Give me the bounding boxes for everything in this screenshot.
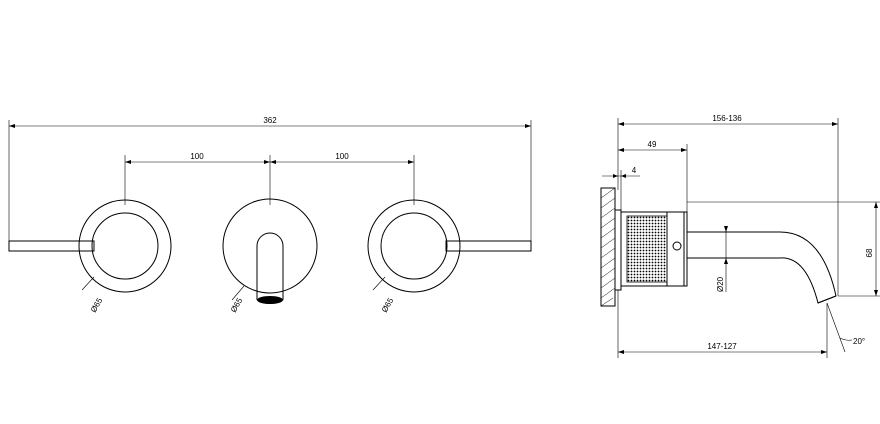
dimension-100-right-label: 100 — [335, 152, 349, 161]
dimension-4-label: 4 — [632, 166, 637, 175]
side-view: 156-136 49 4 68 — [600, 114, 880, 358]
dimension-49-label: 49 — [648, 140, 657, 149]
dimension-spout-angle: 20° — [826, 302, 865, 353]
dimension-147-127-label: 147-127 — [707, 342, 737, 351]
dimension-156-136-label: 156-136 — [712, 114, 742, 123]
dimension-spout-diameter: Ø20 — [716, 226, 728, 292]
dimension-plate-thickness: 4 — [602, 166, 640, 210]
diameter-center-label: Ø65 — [229, 296, 245, 314]
dimension-362-label: 362 — [263, 116, 277, 125]
dimension-20-label: Ø20 — [716, 276, 725, 292]
dimension-body-depth: 49 — [618, 140, 688, 212]
mixer-body — [620, 211, 688, 287]
spout-rosette: Ø65 — [222, 198, 318, 314]
dimension-handle-spacing: 100 100 — [124, 152, 415, 205]
right-handle-rosette: Ø65 — [367, 199, 532, 314]
wall-section — [600, 187, 616, 307]
dimension-68-label: 68 — [865, 248, 874, 257]
dimension-overall-width: 362 — [8, 116, 532, 244]
left-handle-rosette: Ø65 — [8, 199, 172, 314]
angle-20-label: 20° — [853, 337, 865, 346]
dimension-height: 68 — [687, 201, 880, 297]
wall-plate — [614, 209, 622, 291]
diameter-left-label: Ø65 — [89, 296, 105, 314]
spout — [687, 231, 837, 304]
dimension-100-left-label: 100 — [190, 152, 204, 161]
dimension-projection: 156-136 — [617, 114, 839, 296]
dimension-spout-reach: 147-127 — [617, 290, 828, 358]
front-view: 362 100 100 Ø65 — [8, 116, 532, 314]
diameter-right-label: Ø65 — [380, 296, 396, 314]
